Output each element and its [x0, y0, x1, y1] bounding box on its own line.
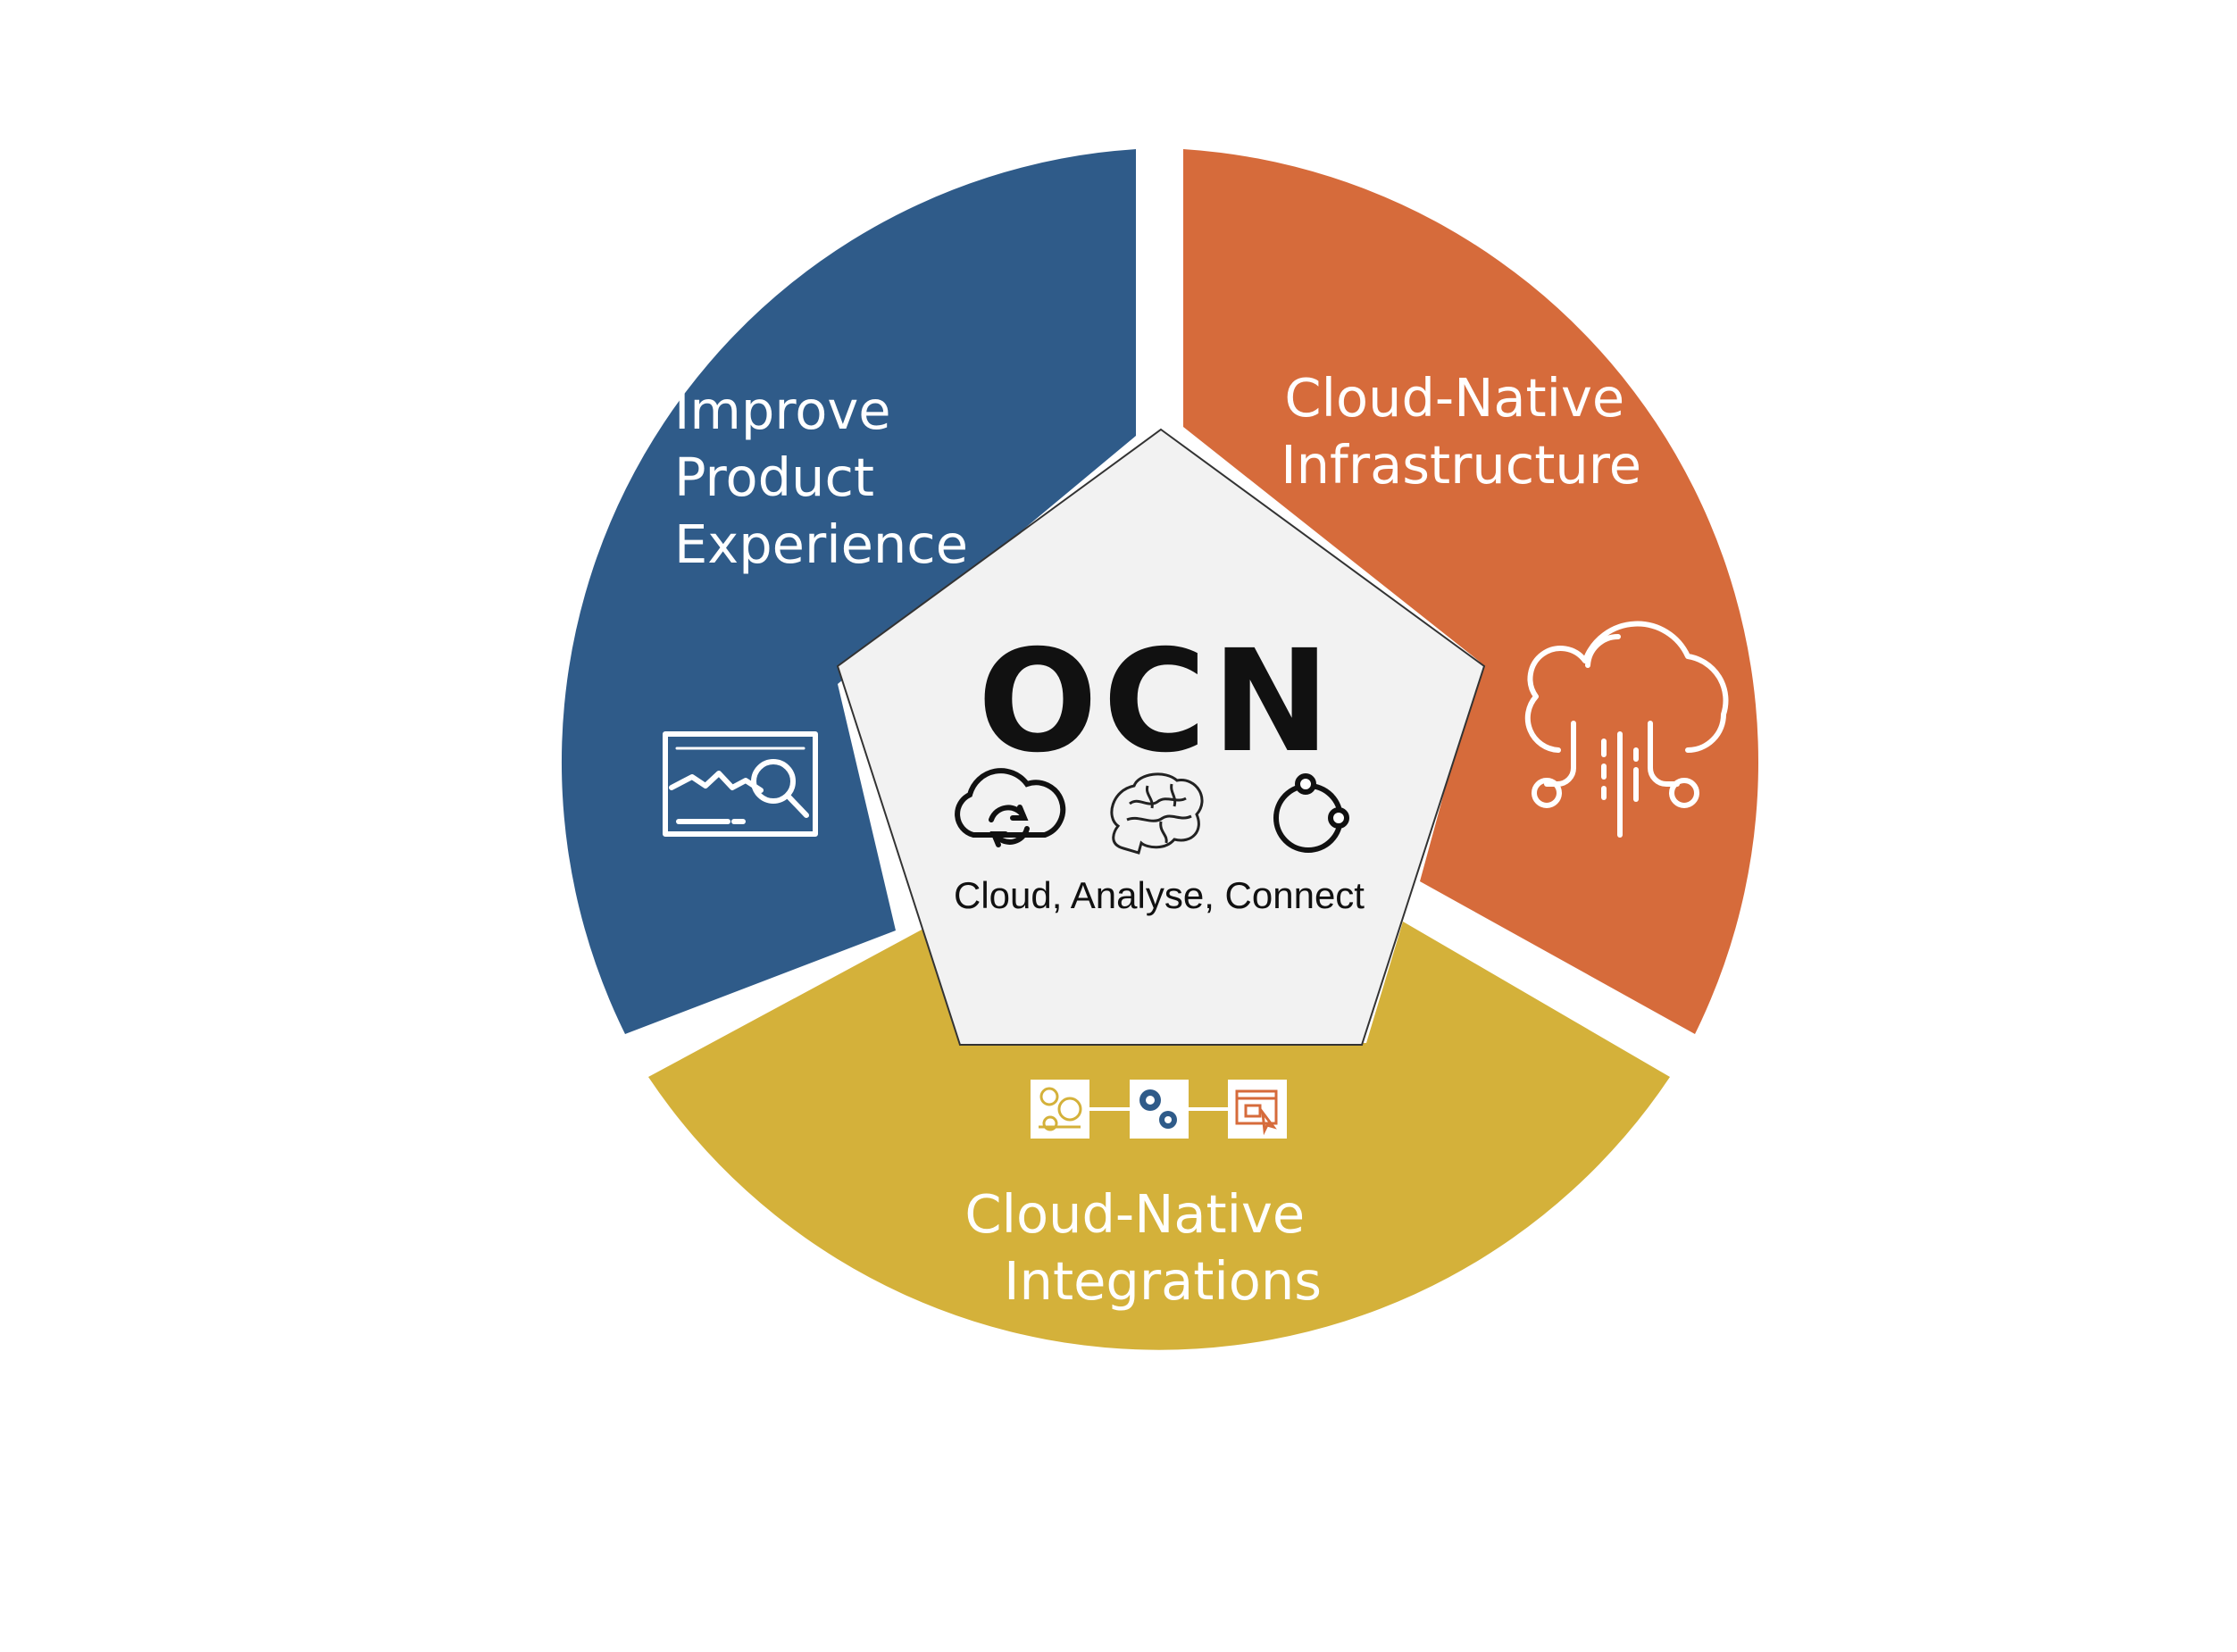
gears-icon: [1139, 1089, 1177, 1129]
segment-improve-product-experience: [561, 149, 1136, 1034]
label-improve-product-experience: Improve Product Experience: [674, 380, 968, 575]
gears-network-icon: [1039, 1087, 1082, 1131]
brain-icon: [1110, 772, 1204, 855]
integration-pipeline-icon: [1031, 1080, 1287, 1139]
analytics-dashboard-icon: [663, 731, 818, 837]
label-cloud-native-integrations: Cloud-Native Integrations: [964, 1183, 1322, 1312]
segment-cloud-native-infrastructure: [1183, 149, 1759, 1034]
label-cloud-native-infrastructure: Cloud-Native Infrastructure: [1281, 367, 1641, 496]
ocn-logo: OCN: [978, 620, 1336, 784]
web-window-icon: [1235, 1089, 1278, 1136]
cloud-network-icon: [1524, 621, 1729, 838]
cloud-sync-icon: [955, 768, 1066, 847]
center-pentagon: [836, 428, 1486, 1046]
connect-node-icon: [1273, 773, 1349, 853]
tagline: Cloud, Analyse, Connect: [954, 874, 1365, 916]
